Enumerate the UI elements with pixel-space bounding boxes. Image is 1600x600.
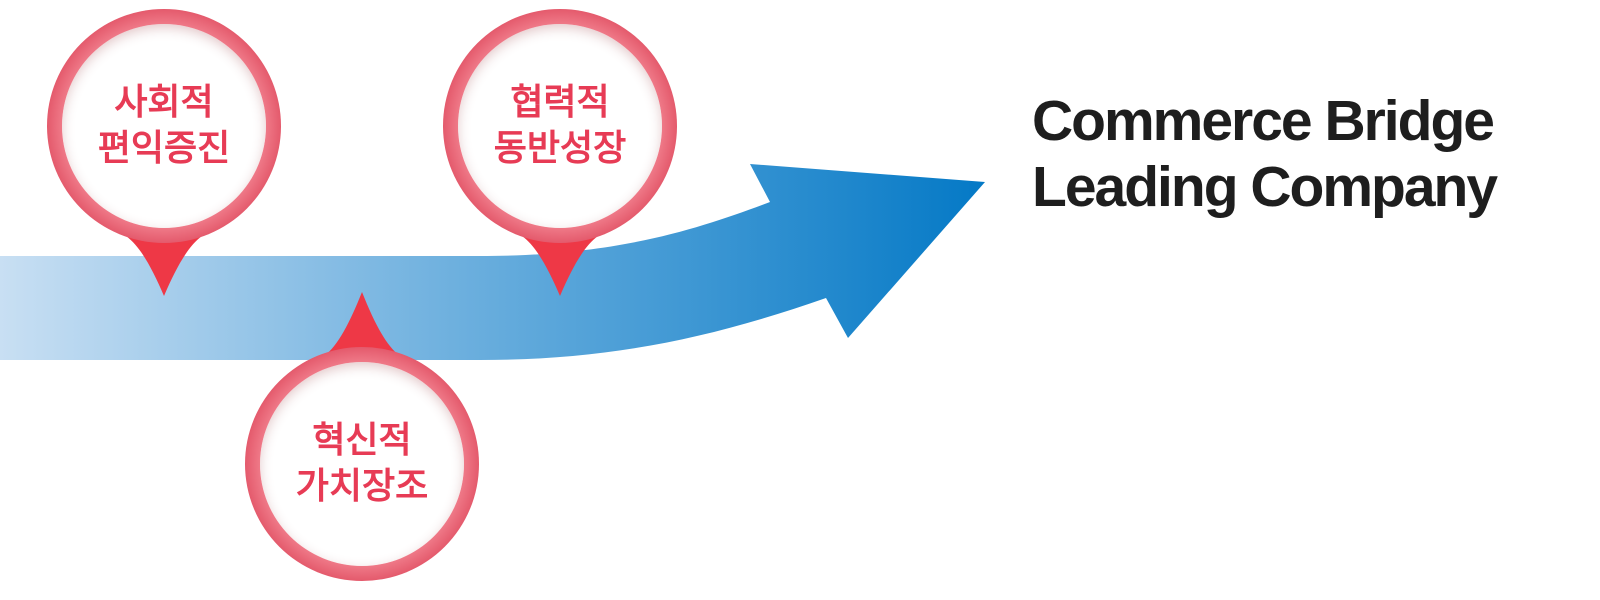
pin-label-line1: 협력적 — [510, 82, 609, 123]
pin-cooperative-growth: 협력적 동반성장 — [443, 9, 677, 296]
pin-tip — [324, 292, 400, 356]
growth-arrow — [0, 164, 985, 360]
headline: Commerce Bridge Leading Company — [1032, 88, 1592, 220]
pin-label-line2: 동반성장 — [494, 128, 626, 169]
pin-social-benefit: 사회적 편익증진 — [47, 9, 281, 296]
pin-innovative-value: 혁신적 가치장조 — [245, 292, 479, 581]
pin-label-line1: 사회적 — [114, 82, 213, 123]
headline-line1: Commerce Bridge — [1032, 89, 1495, 153]
pin-face — [260, 362, 464, 566]
pin-label-line1: 혁신적 — [312, 420, 411, 461]
pin-tip — [522, 236, 598, 296]
pin-tip — [126, 236, 202, 296]
pin-face — [458, 24, 662, 228]
pin-label-line2: 편익증진 — [98, 128, 230, 169]
headline-line2: Leading Company — [1032, 155, 1498, 219]
pin-face — [62, 24, 266, 228]
pin-label-line2: 가치장조 — [296, 466, 428, 507]
